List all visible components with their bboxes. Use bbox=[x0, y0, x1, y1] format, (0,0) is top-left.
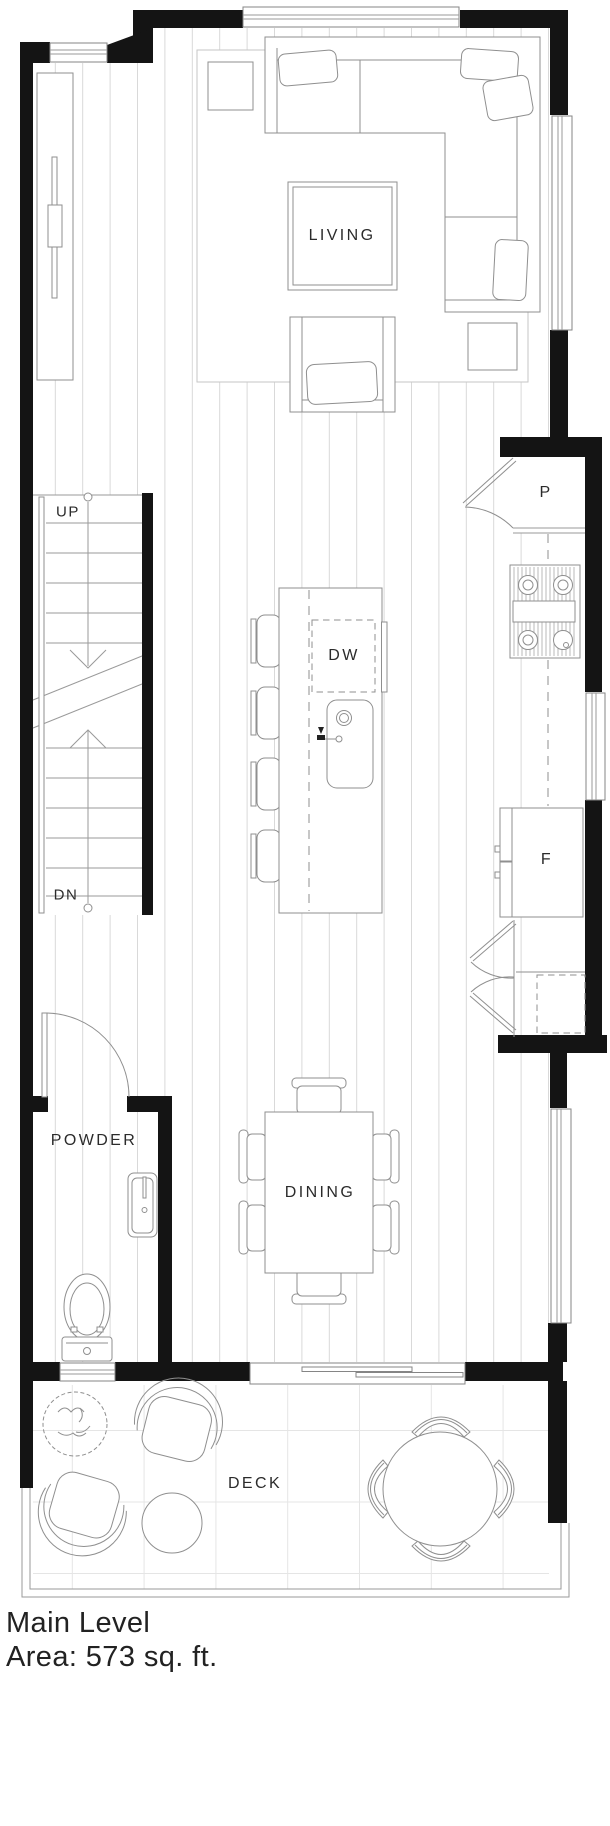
stair-handrail bbox=[38, 496, 45, 914]
coffee-table bbox=[287, 181, 398, 291]
range-cooktop bbox=[509, 564, 581, 659]
plan-area: Area: 573 sq. ft. bbox=[6, 1641, 218, 1673]
pantry-door-swing bbox=[464, 506, 514, 529]
kitchen-sink bbox=[317, 699, 374, 789]
deck-furniture bbox=[37, 1377, 515, 1562]
pillow bbox=[482, 74, 534, 122]
powder-door bbox=[41, 1012, 130, 1098]
fridge-label: F bbox=[540, 851, 554, 868]
plan-title: Main Level bbox=[6, 1607, 151, 1639]
deck-dining-chair bbox=[367, 1459, 389, 1519]
kitchen bbox=[250, 457, 586, 1037]
walls bbox=[20, 10, 607, 1523]
deck-dining-chair bbox=[411, 1416, 471, 1438]
deck-dining-chair bbox=[411, 1540, 471, 1562]
kitchen-right-window bbox=[585, 692, 606, 801]
dining-chair bbox=[371, 1129, 400, 1184]
dining-set bbox=[238, 1077, 400, 1305]
top-window bbox=[242, 6, 460, 28]
sliding-door bbox=[249, 1362, 466, 1385]
bar-stools bbox=[250, 614, 282, 883]
plan-caption: Main Level Area: 573 sq. ft. bbox=[6, 1606, 218, 1674]
windows bbox=[49, 6, 606, 1385]
deck-label: DECK bbox=[227, 1475, 283, 1492]
dining-chair bbox=[371, 1200, 400, 1255]
stairs bbox=[32, 492, 143, 914]
powder-window bbox=[59, 1362, 116, 1382]
dishwasher-outline bbox=[311, 619, 376, 693]
powder-room bbox=[41, 1012, 158, 1362]
top-left-window bbox=[49, 42, 108, 63]
powder-room-label: POWDER bbox=[50, 1132, 138, 1149]
tv-cabinet bbox=[36, 72, 74, 381]
side-table bbox=[467, 322, 518, 371]
plant bbox=[42, 1391, 108, 1457]
dining-chair bbox=[238, 1129, 267, 1184]
deck-dining-chair bbox=[493, 1459, 515, 1519]
sectional-sofa bbox=[264, 36, 541, 313]
toilet bbox=[61, 1273, 113, 1362]
living-room-furniture bbox=[36, 36, 541, 413]
fridge bbox=[494, 807, 584, 918]
dining-chair bbox=[238, 1200, 267, 1255]
dining-chair bbox=[291, 1267, 347, 1305]
lounge-chair bbox=[37, 1471, 127, 1557]
pillow bbox=[459, 48, 520, 83]
armchair bbox=[289, 316, 396, 413]
dining-room-label: DINING bbox=[284, 1184, 356, 1201]
pantry bbox=[462, 457, 585, 534]
kitchen-closet bbox=[469, 920, 586, 1037]
dining-table bbox=[264, 1111, 374, 1274]
living-room-label: LIVING bbox=[308, 227, 376, 244]
stairs-up-label: UP bbox=[55, 503, 81, 521]
living-right-window bbox=[551, 115, 573, 331]
deck-side-table bbox=[141, 1492, 203, 1554]
lounge-chair bbox=[134, 1377, 223, 1462]
stairs-down-label: DN bbox=[53, 886, 79, 904]
pillow bbox=[305, 361, 379, 405]
pillow bbox=[277, 49, 339, 87]
dishwasher-label: DW bbox=[328, 647, 360, 664]
powder-sink bbox=[127, 1172, 158, 1238]
deck-round-table bbox=[382, 1431, 498, 1547]
pillow bbox=[492, 239, 529, 301]
dining-chair bbox=[291, 1077, 347, 1115]
kitchen-island bbox=[278, 587, 388, 914]
side-table bbox=[207, 61, 254, 111]
dining-right-window bbox=[550, 1108, 572, 1324]
pantry-label: P bbox=[539, 484, 553, 501]
